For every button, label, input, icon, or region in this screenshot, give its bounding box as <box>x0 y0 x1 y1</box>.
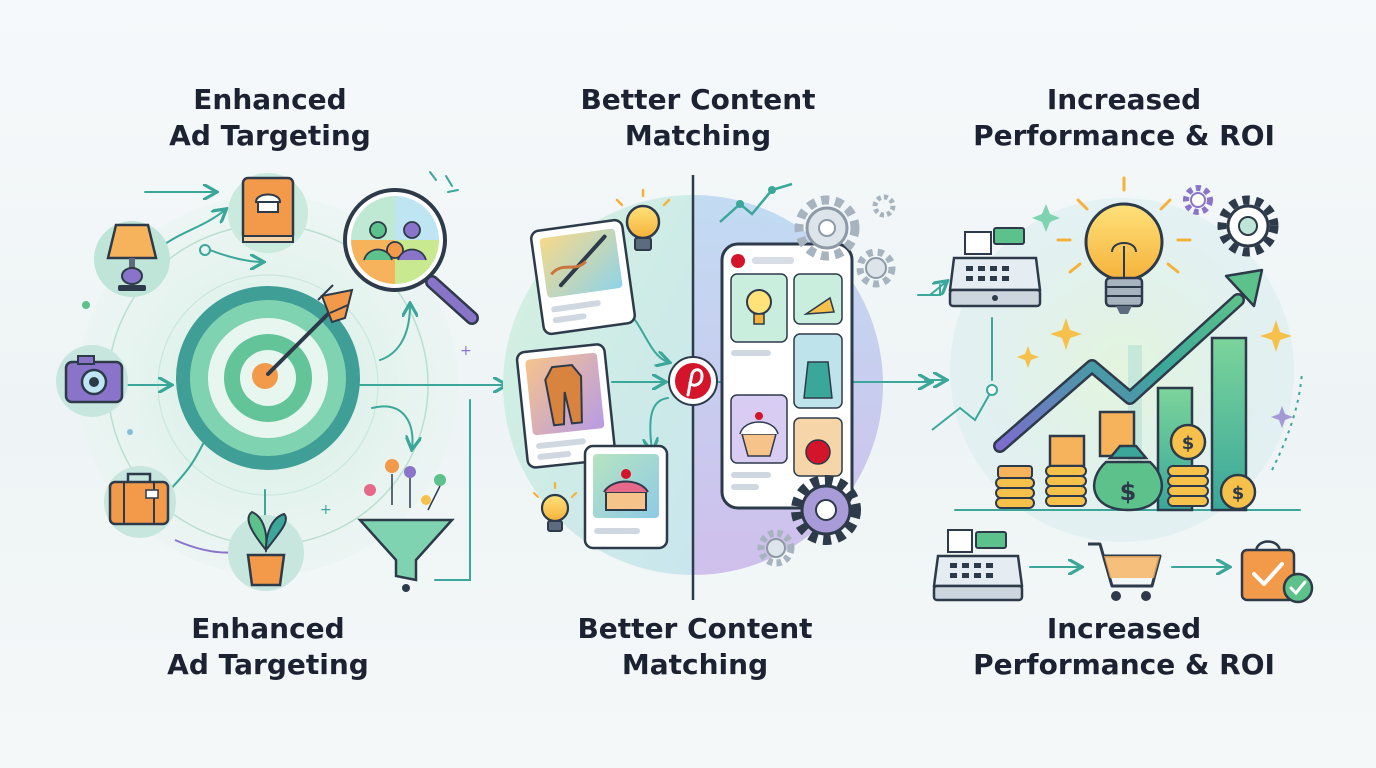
panel-2-title-top: Better Content Matching <box>580 83 816 152</box>
phone-feed-icon <box>720 242 854 510</box>
gear-icon <box>757 529 795 567</box>
coin-icon: $ $ <box>1169 423 1257 511</box>
cake-pin-icon <box>583 444 669 550</box>
money-bag-icon: $ <box>1092 444 1164 512</box>
coin-stack-icon <box>995 465 1209 509</box>
svg-text:$: $ <box>1232 483 1245 504</box>
shopping-bag-check-icon <box>1240 540 1314 604</box>
panel-3-title-top: Increased Performance & ROI <box>973 83 1275 152</box>
art-pin-icon <box>529 218 637 336</box>
suitcase-icon <box>104 466 176 538</box>
plant-icon <box>228 510 304 591</box>
pinterest-logo-icon <box>668 356 718 406</box>
lamp-icon <box>94 221 170 297</box>
cash-register-icon <box>932 529 1024 602</box>
gear-icon <box>1183 185 1213 215</box>
fashion-pin-icon <box>515 343 617 469</box>
panel-3-title-bottom: Increased Performance & ROI <box>973 612 1275 681</box>
audience-magnifier-icon <box>343 188 479 325</box>
panel-content-matching <box>503 175 930 600</box>
panel-performance-roi: $ $ $ <box>917 176 1314 604</box>
panel-2-title-bottom: Better Content Matching <box>577 612 813 681</box>
svg-text:+: + <box>460 343 472 359</box>
svg-text:+: + <box>320 502 332 518</box>
gear-icon <box>856 248 896 288</box>
lightbulb-icon <box>615 188 671 251</box>
cookbook-icon <box>228 173 308 253</box>
camera-icon <box>56 345 128 417</box>
lightbulb-icon <box>532 481 578 532</box>
gear-icon <box>794 195 860 261</box>
panel-ad-targeting: + + <box>56 171 505 592</box>
panel-1-title-bottom: Enhanced Ad Targeting <box>167 612 369 681</box>
funnel-icon <box>357 459 455 592</box>
target-arrow-icon <box>176 284 360 470</box>
shopping-cart-icon <box>1088 542 1162 601</box>
panel-1-title-top: Enhanced Ad Targeting <box>169 83 371 152</box>
gear-icon <box>791 475 861 545</box>
svg-text:$: $ <box>1182 433 1195 454</box>
gear-icon <box>1217 195 1279 257</box>
lightbulb-icon <box>1056 176 1192 314</box>
cash-register-icon <box>948 227 1042 308</box>
svg-text:$: $ <box>1120 478 1137 506</box>
